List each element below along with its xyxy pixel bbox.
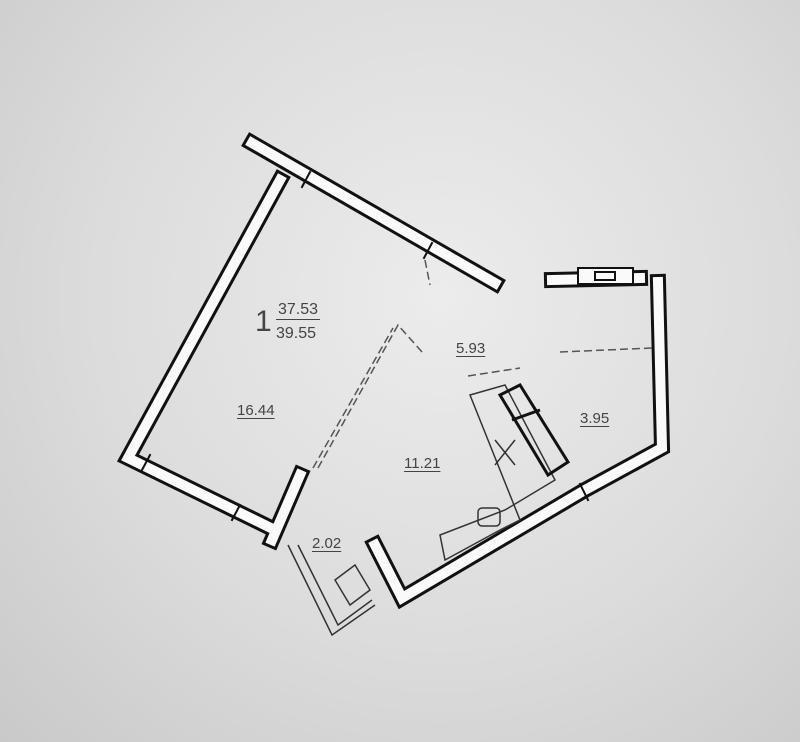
room-area-bathroom: 2.02 <box>312 535 342 552</box>
room-area-living: 16.44 <box>237 402 275 419</box>
walls <box>116 132 671 610</box>
rooms-count: 1 <box>255 305 272 338</box>
dashed-partitions <box>312 259 653 469</box>
bathroom-outline <box>287 544 376 637</box>
room-area-hallway: 5.93 <box>456 340 486 357</box>
living-area: 37.53 <box>276 301 321 320</box>
total-area: 39.55 <box>276 325 317 342</box>
room-area-kitchen: 11.21 <box>404 455 441 472</box>
room-area-balcony: 3.95 <box>580 410 610 427</box>
kitchen-furniture <box>439 383 571 562</box>
